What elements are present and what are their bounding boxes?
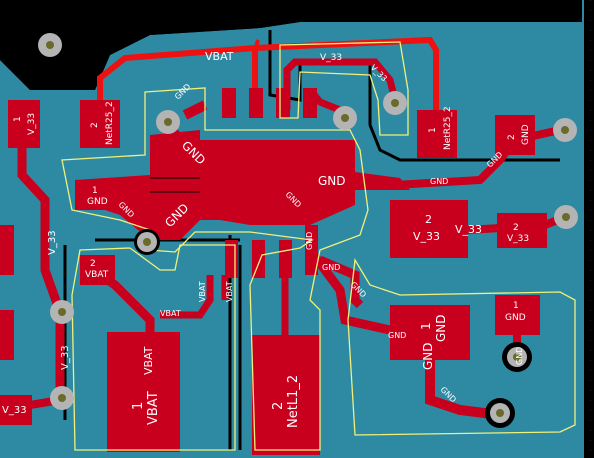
pad-ic-bottom-2[interactable] <box>252 240 265 278</box>
pad-left-edge-1[interactable] <box>0 225 14 275</box>
trace-gnd-lower-a[interactable] <box>306 247 391 335</box>
pad-vbat-small[interactable] <box>80 255 115 285</box>
label-gnd-traces-b: GND <box>322 263 340 272</box>
via[interactable] <box>134 229 160 255</box>
label-ic-gnd-main: GND <box>318 174 346 188</box>
label-netr25-right-num: 1 <box>428 127 438 133</box>
trace-v33-mid[interactable] <box>467 224 501 234</box>
label-vbat-trace-a: VBAT <box>160 309 181 318</box>
label-netl1-num: 2 <box>271 402 286 410</box>
pad-left-edge-2[interactable] <box>0 310 14 360</box>
via[interactable] <box>38 33 62 57</box>
ic-gnd-pad[interactable] <box>75 130 410 240</box>
label-gnd-vertical: GND <box>515 347 524 365</box>
label-right-pad-num: 2 <box>507 134 517 140</box>
label-vbat-trace-b: VBAT <box>198 281 207 302</box>
label-gnd-small-left-net: GND <box>87 197 108 207</box>
trace-netr25-2-stub <box>253 39 260 51</box>
label-gnd-pad-lower-net: GND <box>434 314 448 342</box>
ic-pin-lines <box>150 177 200 193</box>
pad-v33-small[interactable] <box>497 213 547 248</box>
pad-left-edge-3[interactable] <box>0 395 32 425</box>
label-netl1-net: NetL1_2 <box>286 375 301 428</box>
label-gnd-pad-lower-num: 1 <box>419 322 433 330</box>
label-gnd-pad-right-num: 1 <box>513 301 519 311</box>
label-left-vertical-v33-b: V_33 <box>60 345 71 370</box>
via[interactable] <box>485 398 515 428</box>
pad-gnd-lower[interactable] <box>390 305 470 360</box>
label-v33-pad-mid: V_33 <box>455 223 482 236</box>
pad-netr25-right[interactable] <box>417 110 457 158</box>
via[interactable] <box>502 342 532 372</box>
via[interactable] <box>333 106 357 130</box>
label-netr25-left-num: 2 <box>90 122 100 128</box>
trace-gnd-lower-b[interactable] <box>318 255 364 309</box>
label-right-pad-net: GND <box>521 124 531 145</box>
pad-ic-bottom-1[interactable] <box>225 240 238 278</box>
label-vbat-trace-c: VBAT <box>225 281 234 302</box>
trace-v33-left[interactable] <box>17 140 65 400</box>
label-gnd-traces-d: GND <box>388 331 406 340</box>
via[interactable] <box>50 300 74 324</box>
label-vbat-pad-net: VBAT <box>85 270 109 280</box>
trace-vbat-b[interactable] <box>160 275 214 319</box>
label-gnd-pad-right-net: GND <box>505 313 526 323</box>
selection-outlines <box>61 41 576 451</box>
via[interactable] <box>50 386 74 410</box>
pad-v33-big[interactable] <box>390 200 468 258</box>
label-gnd-trace-mid: GND <box>430 177 448 186</box>
pad-ic-top-2[interactable] <box>249 88 263 118</box>
label-gnd-pad-lower-b: GND <box>421 342 435 370</box>
label-pad-left-top-num: 1 <box>13 116 23 122</box>
via[interactable] <box>383 91 407 115</box>
via[interactable] <box>553 118 577 142</box>
label-gnd-traces-a: GND <box>305 232 314 250</box>
vias <box>38 33 578 428</box>
pad-netr25-left[interactable] <box>80 100 120 148</box>
label-v33-pad-small-net: V_33 <box>507 234 529 244</box>
label-gnd-small-left-num: 1 <box>92 186 98 196</box>
label-v33-pad-small-num: 2 <box>513 223 519 233</box>
label-v33-a: V_33 <box>320 53 342 63</box>
via[interactable] <box>156 110 180 134</box>
pour-clearance-left <box>0 0 300 90</box>
label-big-vbat-net: VBAT <box>146 391 161 425</box>
trace-v33-top-stub[interactable] <box>309 89 342 114</box>
pad-ic-top-1[interactable] <box>222 88 236 118</box>
label-netr25-right-net: NetR25_2 <box>443 106 453 150</box>
label-netr25-left-net: NetR25_2 <box>105 101 115 145</box>
trace-gnd-ic-left-c[interactable] <box>182 100 208 120</box>
label-left-vertical-v33-c: V_33 <box>2 405 27 416</box>
label-vbat-top: VBAT <box>205 50 234 63</box>
trace-gnd-lower-c[interactable] <box>425 360 501 420</box>
pad-gnd-right[interactable] <box>495 115 535 155</box>
label-pad-left-top-net: V_33 <box>27 113 37 135</box>
label-v33-pad-big-net: V_33 <box>413 230 440 243</box>
label-big-vbat-num: 1 <box>131 402 146 410</box>
pad-netl1-2[interactable] <box>252 335 320 455</box>
label-v33-pad-big-num: 2 <box>425 213 432 226</box>
label-vbat-pad-num: 2 <box>90 259 96 269</box>
label-left-vertical-v33-a: V_33 <box>47 230 58 255</box>
pour-clearance-top <box>300 0 582 22</box>
trace-v33-top-loop[interactable] <box>283 58 399 110</box>
pad-v33-left-top[interactable] <box>8 100 40 148</box>
pad-vbat-big[interactable] <box>107 332 180 452</box>
via[interactable] <box>554 205 578 229</box>
pad-gnd-lower-right[interactable] <box>495 295 540 335</box>
label-big-vbat-net2: VBAT <box>142 346 155 375</box>
pad-gnd-small-left[interactable] <box>75 180 120 210</box>
